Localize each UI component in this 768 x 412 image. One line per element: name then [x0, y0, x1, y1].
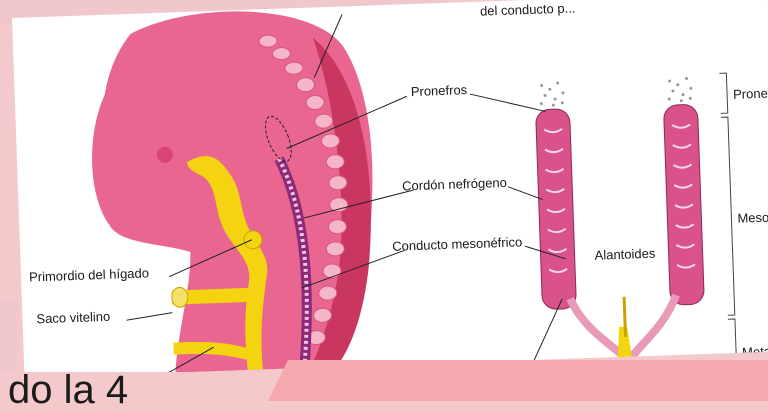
slide-side-tab [0, 300, 18, 375]
kidney-diagram [534, 73, 737, 378]
allantois [624, 297, 625, 337]
embryo-diagram: del conducto p... Pronefros Cordón nefró… [12, 0, 768, 378]
label-cordon-nefrogeno: Cordón nefrógeno [402, 175, 507, 194]
left-mesonephros [536, 109, 577, 310]
slide-bottom-tab [268, 360, 768, 401]
label-top-partial: del conducto p... [480, 0, 576, 18]
embryo-figure-panel: del conducto p... Pronefros Cordón nefró… [12, 0, 768, 378]
pronephros-dots [539, 77, 693, 107]
label-alantoides: Alantoides [594, 246, 656, 263]
label-right-pronefros: Pronefros [733, 85, 768, 102]
label-right-metanefros: Metanefr [742, 343, 768, 360]
label-right-mesonefros: Mesonefr [737, 209, 768, 226]
embryo-illustration [87, 7, 380, 378]
right-mesonephros [663, 104, 704, 305]
slide-fragment-text: do la 4 [8, 370, 128, 410]
label-primordio-higado: Primordio del hígado [29, 265, 149, 284]
liver-primordium [244, 230, 263, 249]
label-saco-vitelino: Saco vitelino [36, 309, 110, 327]
label-pronefros: Pronefros [411, 82, 468, 99]
label-conducto-mesonefrico: Conducto mesonéfrico [392, 234, 523, 254]
